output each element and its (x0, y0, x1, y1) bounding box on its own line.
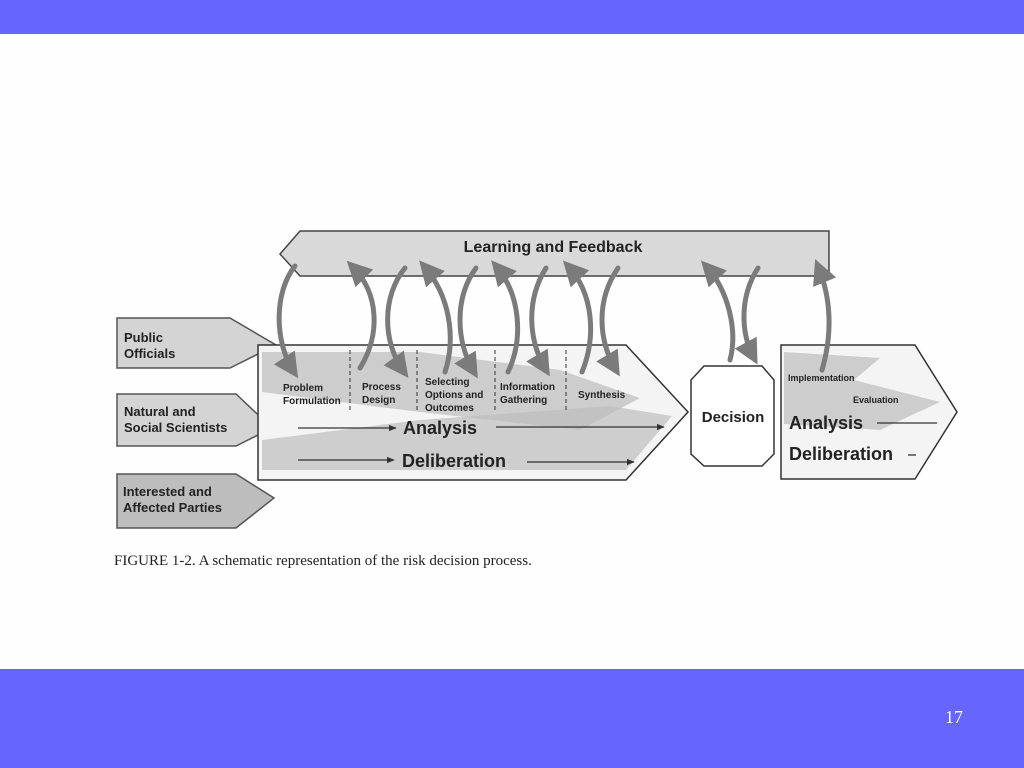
decision-octagon (690, 365, 775, 467)
feedback-arrow-up (419, 260, 453, 375)
feedback-arrow-up (491, 260, 521, 375)
feedback-arrow-down (734, 265, 761, 365)
process-shading-lower (262, 406, 672, 470)
participant-label-parties: Interested and Affected Parties (123, 484, 222, 515)
feedback-arrow-down (596, 265, 621, 377)
process-analysis-label: Analysis (403, 418, 477, 438)
slide-footer-bar (0, 669, 1024, 768)
stage-label-information-gathering: Information Gathering (500, 382, 558, 406)
decision-label: Decision (702, 409, 765, 426)
feedback-arrow-up (562, 260, 594, 375)
evaluation-label: Evaluation (853, 395, 899, 405)
process-deliberation-label: Deliberation (402, 451, 506, 471)
feedback-arrow-up (813, 259, 837, 373)
page-number: 17 (945, 707, 963, 727)
participant-label-public-officials: Public Officials (124, 330, 175, 361)
feedback-arrow-up (346, 260, 377, 371)
feedback-arrow-down (273, 263, 299, 379)
stage-label-problem-formulation: Problem Formulation (283, 383, 341, 407)
stage-label-process-design: Process Design (362, 382, 404, 406)
feedback-arrow-down (454, 265, 479, 379)
interested-affected-parties-arrow (116, 473, 276, 529)
slide-header-bar (0, 0, 1024, 34)
stage-label-synthesis: Synthesis (578, 390, 626, 401)
feedback-arrow-down (383, 265, 409, 379)
figure-caption: FIGURE 1-2. A schematic representation o… (114, 553, 532, 569)
learning-feedback-label: Learning and Feedback (464, 239, 643, 256)
implementation-analysis-label: Analysis (789, 413, 863, 433)
implementation-label: Implementation (788, 373, 855, 383)
participant-label-scientists: Natural and Social Scientists (124, 404, 227, 435)
feedback-arrow-up (700, 260, 736, 363)
feedback-loop-arrows (273, 259, 837, 379)
natural-social-scientists-arrow (116, 393, 274, 447)
public-officials-arrow (116, 317, 278, 369)
stage-label-selecting-options: Selecting Options and Outcomes (425, 377, 486, 414)
feedback-arrow-down (526, 265, 550, 377)
implementation-deliberation-label: Deliberation (789, 444, 893, 464)
learning-feedback-arrow (278, 230, 830, 277)
